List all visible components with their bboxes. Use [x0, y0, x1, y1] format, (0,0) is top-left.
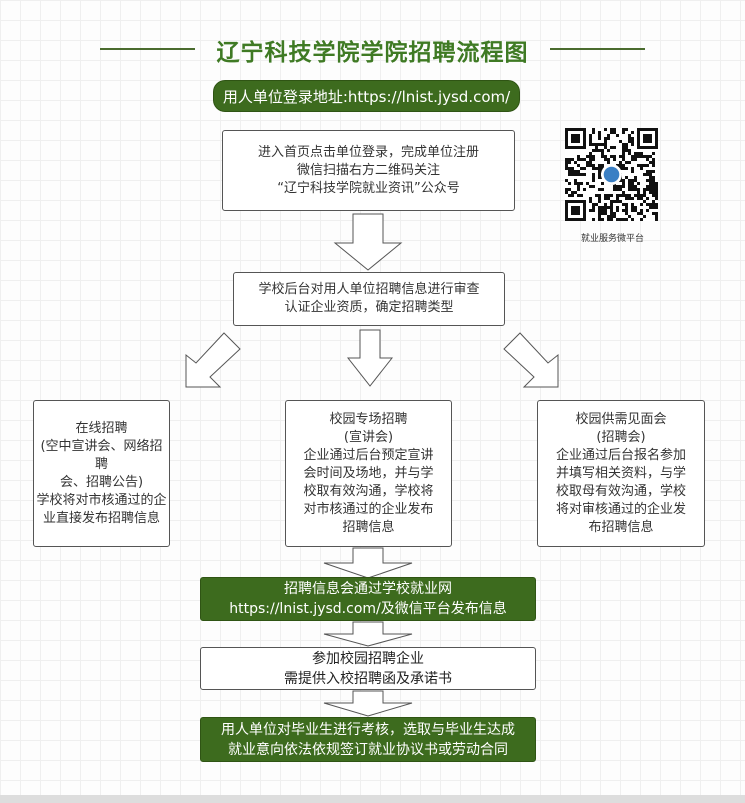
option-text: (空中宣讲会、网络招聘 — [40, 438, 163, 472]
option-online-recruitment: 在线招聘 (空中宣讲会、网络招聘会、招聘公告) 学校将对市核通过的企业直接发布招聘信… — [33, 400, 170, 547]
option-text: 校取母有效沟通，学校 — [555, 483, 686, 499]
qr-code-image — [565, 128, 658, 221]
login-address-badge[interactable]: 用人单位登录地址:https://lnist.jysd.com/ — [213, 80, 520, 112]
arrow-down-right-icon — [503, 332, 559, 388]
option-text: 将对审核通过的企业发 — [555, 501, 686, 517]
arrow-down-icon — [323, 547, 413, 579]
option-text: 会时间及场地，并与学 — [303, 465, 434, 481]
option-text: 企业通过后台预定宣讲 — [303, 447, 434, 463]
option-text: 在线招聘 — [75, 420, 128, 436]
option-text: 校取有效沟通，学校将 — [303, 483, 434, 499]
option-text: 校园供需见面会 — [575, 411, 667, 427]
title-rule-left — [100, 48, 195, 50]
arrow-down-icon — [333, 213, 403, 271]
step-documents-box: 参加校园招聘企业 需提供入校招聘函及承诺书 — [200, 647, 536, 690]
step-contract-box: 用人单位对毕业生进行考核，选取与毕业生达成 就业意向依法依规签订就业协议书或劳动… — [200, 717, 536, 762]
step-text: 参加校园招聘企业 — [312, 650, 424, 667]
option-text: 招聘信息 — [342, 519, 395, 535]
step-text: 学校后台对用人单位招聘信息进行审查 — [258, 282, 480, 297]
option-text: 会、招聘公告) — [59, 474, 144, 490]
option-text: 业直接发布招聘信息 — [42, 510, 160, 526]
step-text: https://lnist.jysd.com/及微信平台发布信息 — [229, 601, 507, 617]
option-text: 学校将对市核通过的企 — [36, 492, 167, 508]
step-register-box: 进入首页点击单位登录，完成单位注册 微信扫描右方二维码关注 “辽宁科技学院就业资… — [222, 130, 515, 211]
option-job-fair: 校园供需见面会 (招聘会) 企业通过后台报名参加并填写相关资料，与学校取母有效沟通，… — [537, 400, 705, 547]
qr-label: 就业服务微平台 — [580, 234, 644, 244]
step-text: 需提供入校招聘函及承诺书 — [284, 670, 452, 687]
option-text: 企业通过后台报名参加 — [555, 447, 686, 463]
step-text: 微信扫描右方二维码关注 — [296, 162, 440, 178]
option-text: (宣讲会) — [343, 429, 394, 445]
bottom-strip — [0, 795, 745, 803]
option-text: 对市核通过的企业发布 — [303, 501, 434, 517]
page-title: 辽宁科技学院学院招聘流程图 — [216, 40, 529, 66]
step-text: “辽宁科技学院就业资讯”公众号 — [277, 180, 460, 196]
step-review-box: 学校后台对用人单位招聘信息进行审查 认证企业资质，确定招聘类型 — [233, 272, 505, 326]
arrow-down-icon — [346, 329, 394, 387]
option-campus-presentation: 校园专场招聘 (宣讲会) 企业通过后台预定宣讲会时间及场地，并与学校取有效沟通，学校… — [285, 400, 452, 547]
step-text: 进入首页点击单位登录，完成单位注册 — [257, 144, 479, 160]
title-rule-right — [550, 48, 645, 50]
step-text: 就业意向依法依规签订就业协议书或劳动合同 — [228, 741, 508, 758]
arrow-down-icon — [323, 621, 413, 647]
arrow-down-icon — [323, 690, 413, 717]
step-text: 用人单位对毕业生进行考核，选取与毕业生达成 — [221, 721, 515, 738]
option-text: (招聘会) — [596, 429, 646, 445]
step-publish-box: 招聘信息会通过学校就业网 https://lnist.jysd.com/及微信平… — [200, 577, 536, 621]
step-text: 认证企业资质，确定招聘类型 — [284, 300, 454, 315]
step-text: 招聘信息会通过学校就业网 — [284, 581, 452, 597]
arrow-down-left-icon — [185, 332, 241, 388]
option-text: 布招聘信息 — [588, 519, 654, 535]
option-text: 校园专场招聘 — [329, 411, 408, 427]
option-text: 并填写相关资料，与学 — [555, 465, 686, 481]
